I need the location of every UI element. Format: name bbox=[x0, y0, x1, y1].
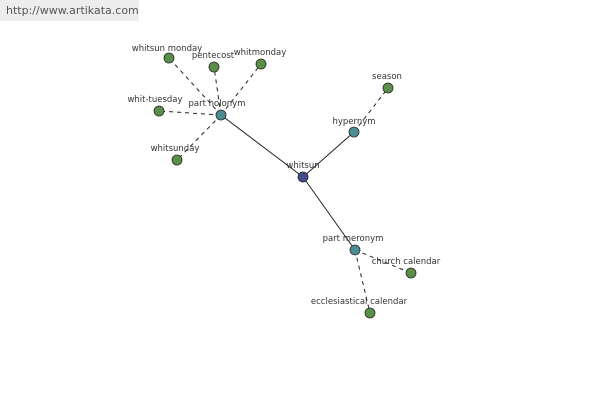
edge-whitsun-to-part-meronym bbox=[302, 176, 356, 251]
node-label-whitsun-monday[interactable]: whitsun monday bbox=[132, 44, 202, 54]
node-whitmonday[interactable] bbox=[255, 58, 267, 70]
edge-whitsun-to-hypernym bbox=[302, 131, 355, 178]
node-label-whit-tuesday[interactable]: whit-tuesday bbox=[127, 95, 182, 105]
node-label-church-calendar[interactable]: church calendar bbox=[372, 257, 441, 267]
edge-part-holonym-to-whit-tuesday bbox=[158, 110, 222, 116]
node-label-ecclesiastical-calendar[interactable]: ecclesiastical calendar bbox=[311, 297, 408, 307]
node-whitsun[interactable] bbox=[297, 171, 309, 183]
edges-layer bbox=[158, 57, 412, 314]
node-part-meronym[interactable] bbox=[349, 244, 361, 256]
node-label-pentecost[interactable]: pentecost bbox=[192, 51, 235, 61]
node-whitsun-monday[interactable] bbox=[163, 52, 175, 64]
node-whit-tuesday[interactable] bbox=[153, 105, 165, 117]
node-label-whitsunday[interactable]: whitsunday bbox=[151, 144, 200, 154]
edge-part-meronym-to-church-calendar bbox=[354, 249, 412, 274]
node-ecclesiastical-calendar[interactable] bbox=[364, 307, 376, 319]
node-whitsunday[interactable] bbox=[171, 154, 183, 166]
labels-layer: whitsun part holonym hypernym part meronym w… bbox=[127, 44, 440, 307]
node-label-whitmonday[interactable]: whitmonday bbox=[234, 48, 287, 58]
edge-part-meronym-to-ecclesiastical-calendar bbox=[354, 249, 371, 314]
node-label-hypernym[interactable]: hypernym bbox=[332, 117, 375, 127]
edge-hypernym-to-season bbox=[353, 87, 389, 133]
node-label-whitsun[interactable]: whitsun bbox=[286, 161, 319, 171]
nodes-layer bbox=[153, 52, 417, 319]
edge-part-holonym-to-whitmonday bbox=[220, 63, 262, 116]
edge-part-holonym-to-pentecost bbox=[213, 66, 222, 116]
node-church-calendar[interactable] bbox=[405, 267, 417, 279]
edge-whitsun-to-part-holonym bbox=[220, 114, 304, 178]
node-pentecost[interactable] bbox=[208, 61, 220, 73]
source-url-banner[interactable]: http://www.artikata.com bbox=[0, 0, 139, 21]
node-label-part-meronym[interactable]: part meronym bbox=[323, 234, 384, 244]
node-hypernym[interactable] bbox=[348, 126, 360, 138]
edge-part-holonym-to-whitsun-monday bbox=[168, 57, 222, 116]
node-label-part-holonym[interactable]: part holonym bbox=[189, 99, 246, 109]
node-label-season[interactable]: season bbox=[372, 72, 402, 82]
node-season[interactable] bbox=[382, 82, 394, 94]
edge-part-holonym-to-whitsunday bbox=[176, 114, 222, 161]
node-part-holonym[interactable] bbox=[215, 109, 227, 121]
